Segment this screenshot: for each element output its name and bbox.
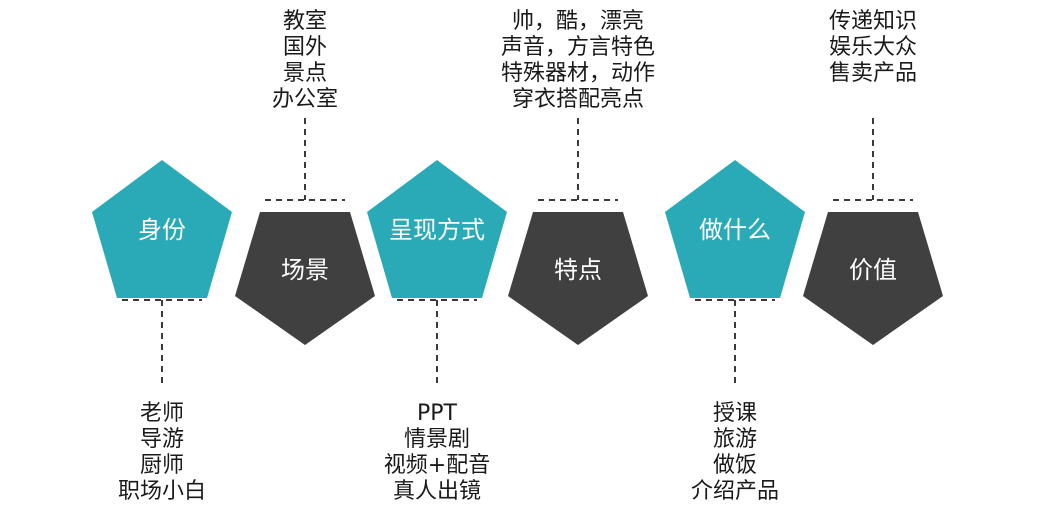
note-line: 真人出镜 xyxy=(393,479,481,504)
dashed-connector xyxy=(538,118,618,201)
dashed-connector xyxy=(833,118,913,201)
note-line: 授课 xyxy=(713,401,757,426)
note-line: 旅游 xyxy=(713,427,757,452)
note-line: 介绍产品 xyxy=(691,479,779,504)
stage-label: 场景 xyxy=(281,256,329,284)
note-line: 景点 xyxy=(283,61,327,86)
dashed-connector xyxy=(397,299,477,388)
stage-label: 呈现方式 xyxy=(389,216,485,244)
dashed-connector xyxy=(122,299,202,388)
note-line: 国外 xyxy=(283,35,327,60)
pentagon-shape xyxy=(367,160,507,298)
note-line: 传递知识 xyxy=(829,9,917,34)
note-line: 做饭 xyxy=(713,453,757,478)
pentagon-shape xyxy=(235,212,375,345)
stage-label: 特点 xyxy=(554,256,602,284)
note-line: 穿衣搭配亮点 xyxy=(512,87,644,112)
note-line: 教室 xyxy=(283,9,327,34)
note-line: 职场小白 xyxy=(118,479,206,504)
note-line: 帅，酷，漂亮 xyxy=(512,9,644,34)
note-line: PPT xyxy=(417,401,458,426)
pentagon-shape xyxy=(92,160,232,298)
stage-label: 做什么 xyxy=(699,216,771,244)
note-line: 娱乐大众 xyxy=(829,35,917,60)
dashed-connector xyxy=(265,118,345,201)
note-line: 导游 xyxy=(140,427,184,452)
note-line: 视频+配音 xyxy=(384,453,490,478)
note-line: 特殊器材，动作 xyxy=(501,61,655,86)
note-line: 情景剧 xyxy=(404,427,470,452)
note-line: 声音，方言特色 xyxy=(501,35,655,60)
pentagon-shape xyxy=(508,212,648,345)
note-line: 厨师 xyxy=(140,453,184,478)
pentagon-shape xyxy=(665,160,805,298)
note-line: 售卖产品 xyxy=(829,61,917,86)
dashed-connector xyxy=(695,299,775,388)
stage-label: 价值 xyxy=(849,256,897,284)
stage-label: 身份 xyxy=(138,216,186,244)
note-line: 老师 xyxy=(140,401,184,426)
pentagon-shape xyxy=(803,212,943,345)
note-line: 办公室 xyxy=(272,87,338,112)
